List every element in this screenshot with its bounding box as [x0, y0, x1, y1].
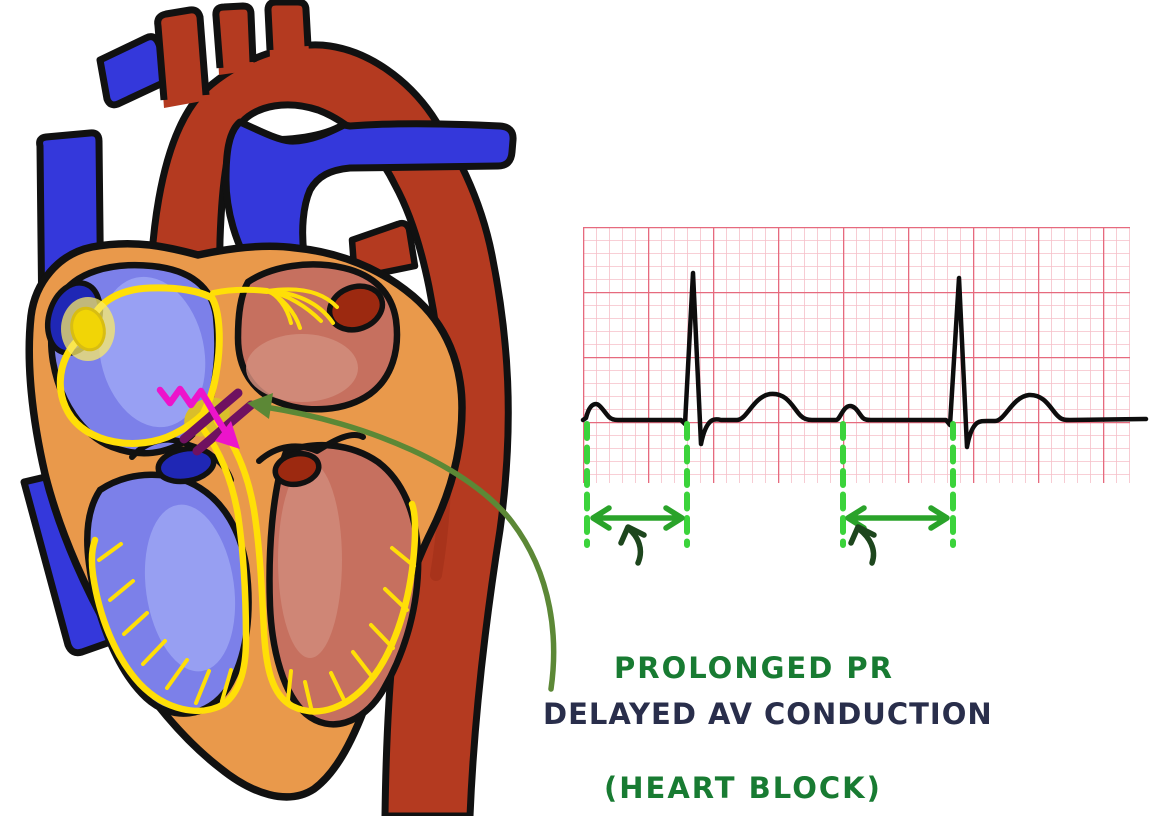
prolonged-pr-line2: (HEART BLOCK)	[604, 771, 882, 805]
his-bundle-left-branch	[213, 417, 419, 715]
ecg-strip	[580, 227, 1149, 483]
left-atrium-highlight	[246, 334, 358, 402]
delayed-av-conduction-label: DELAYED AV CONDUCTION	[543, 697, 993, 731]
left-ventricle	[266, 441, 422, 728]
mitral-opening	[272, 450, 322, 488]
prolonged-pr-label: PROLONGED PR (HEART BLOCK)	[604, 568, 894, 816]
pulmonary-artery	[222, 118, 517, 272]
ecg-grid-major	[583, 227, 1130, 483]
right-ventricle	[84, 471, 252, 717]
pr-interval-arrows	[590, 505, 950, 531]
conduction-system	[56, 284, 419, 715]
av-block-zigzag-arrow	[156, 385, 240, 449]
sa-node	[61, 297, 115, 361]
tricuspid-opening	[155, 445, 217, 485]
left-atrium	[234, 261, 401, 413]
mitral-leaflets	[256, 431, 366, 464]
ecg-trace	[580, 270, 1149, 450]
aorta	[147, 0, 512, 816]
purkinje-fibers-left	[286, 546, 416, 714]
av-pointer-arrow	[247, 393, 557, 692]
pointer-arrowhead	[247, 393, 273, 419]
internodal-pathway-anterior	[56, 328, 207, 447]
right-ventricle-highlight	[144, 504, 236, 672]
left-subclavian-artery	[268, 2, 309, 58]
his-bundle-right-branch	[88, 426, 250, 715]
brachiocephalic-artery	[157, 9, 208, 109]
bachmann-twigs	[265, 287, 339, 330]
left-ventricle-highlight	[278, 462, 342, 658]
pr-interval-dashed-markers	[584, 421, 956, 548]
prolonged-pr-line1: PROLONGED PR	[614, 651, 894, 685]
internodal-pathway-posterior	[88, 284, 223, 416]
label-pointer-arrows	[618, 524, 877, 566]
purkinje-fibers-right	[97, 542, 233, 705]
bachmann-bundle	[210, 286, 270, 296]
zigzag-arrowhead	[215, 421, 240, 449]
left-carotid-artery	[215, 6, 254, 75]
